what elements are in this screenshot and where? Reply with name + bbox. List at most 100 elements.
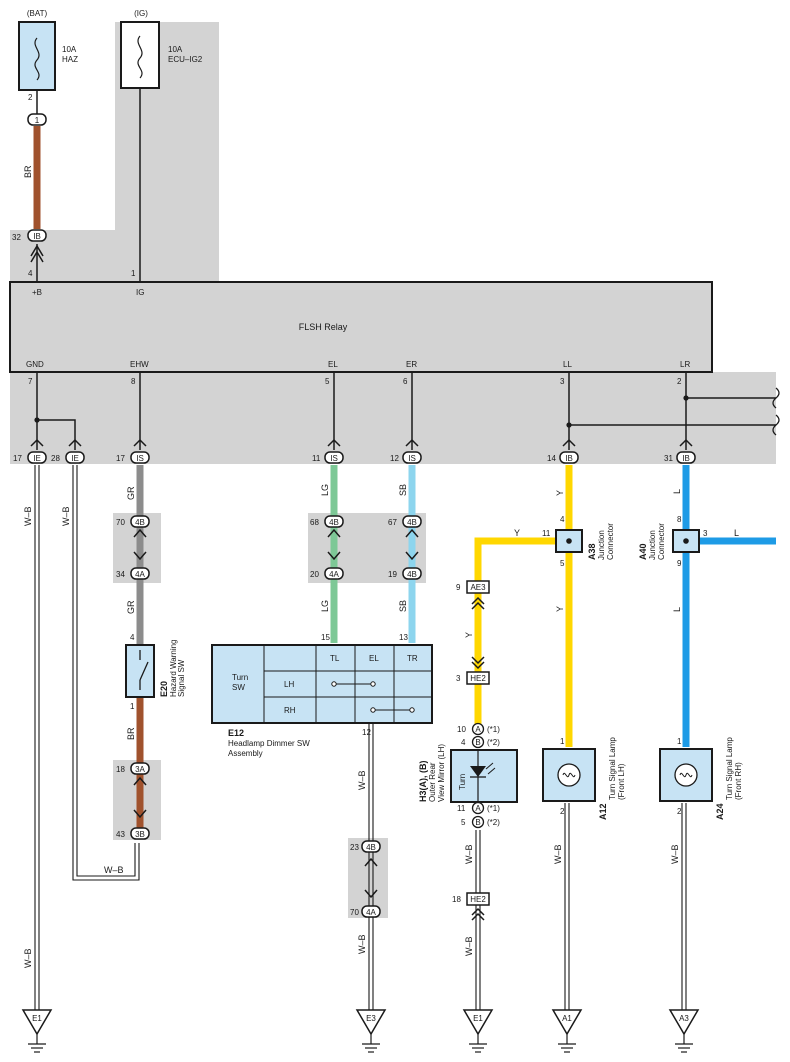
svg-text:5: 5 — [461, 818, 466, 827]
svg-text:1: 1 — [131, 269, 136, 278]
svg-text:70: 70 — [116, 518, 125, 527]
wire-label: W–B — [464, 936, 474, 956]
svg-text:AE3: AE3 — [470, 583, 486, 592]
svg-text:(*1): (*1) — [487, 804, 500, 813]
wire-label: GR — [126, 600, 136, 614]
svg-text:IS: IS — [330, 454, 338, 463]
svg-text:A38: A38 — [587, 543, 597, 560]
svg-text:E3: E3 — [366, 1014, 376, 1023]
wire-label: W–B — [61, 506, 71, 526]
wire-label: W–B — [104, 865, 124, 875]
svg-text:9: 9 — [456, 583, 461, 592]
svg-text:67: 67 — [388, 518, 397, 527]
svg-text:A: A — [475, 804, 481, 813]
svg-text:4B: 4B — [407, 570, 417, 579]
connector-ib-14: 14 IB — [547, 438, 579, 464]
svg-text:HAZ: HAZ — [62, 55, 78, 64]
svg-text:(Front RH): (Front RH) — [734, 762, 743, 800]
relay-name: FLSH Relay — [299, 322, 348, 332]
svg-text:8: 8 — [677, 515, 682, 524]
svg-text:43: 43 — [116, 830, 125, 839]
svg-text:3A: 3A — [135, 765, 145, 774]
svg-text:5: 5 — [560, 559, 565, 568]
connector-ib-31: 31 IB — [664, 438, 696, 464]
svg-text:5: 5 — [325, 377, 330, 386]
svg-text:E1: E1 — [473, 1014, 483, 1023]
svg-text:34: 34 — [116, 570, 125, 579]
lamp-a24: 1 2 A24 Turn Signal Lamp (Front RH) — [659, 737, 743, 820]
ground-a1: A1 — [551, 1009, 583, 1053]
svg-text:13: 13 — [399, 633, 408, 642]
svg-text:A12: A12 — [598, 803, 608, 820]
svg-text:GND: GND — [26, 360, 44, 369]
svg-text:LH: LH — [284, 680, 294, 689]
svg-text:(Front LH): (Front LH) — [617, 763, 626, 800]
svg-text:10A: 10A — [62, 45, 77, 54]
svg-text:(IG): (IG) — [134, 9, 148, 18]
wire-label: LG — [320, 600, 330, 612]
svg-text:IB: IB — [682, 454, 690, 463]
svg-text:EL: EL — [369, 654, 379, 663]
svg-text:4A: 4A — [135, 570, 145, 579]
svg-text:IE: IE — [33, 454, 41, 463]
svg-text:(*1): (*1) — [487, 725, 500, 734]
svg-text:IS: IS — [408, 454, 416, 463]
svg-text:IE: IE — [71, 454, 79, 463]
wire-label: BR — [126, 727, 136, 740]
junction-a40: 8 3 9 A40 Junction Connector — [638, 515, 708, 568]
svg-text:28: 28 — [51, 454, 60, 463]
svg-text:14: 14 — [547, 454, 556, 463]
svg-text:4A: 4A — [329, 570, 339, 579]
svg-text:23: 23 — [350, 843, 359, 852]
svg-text:E20: E20 — [159, 681, 169, 697]
svg-text:7: 7 — [28, 377, 33, 386]
connector-is-17: 17 IS — [116, 438, 150, 464]
source-bat: (BAT) 10A HAZ 2 1 — [18, 9, 78, 126]
junction-dots — [34, 395, 689, 428]
connector-row: 17 IE 28 IE 17 IS 11 IS 12 IS — [13, 438, 696, 464]
svg-text:8: 8 — [131, 377, 136, 386]
svg-text:B: B — [475, 738, 480, 747]
svg-text:IS: IS — [136, 454, 144, 463]
connector-is-11: 11 IS — [312, 438, 344, 464]
connector-ie-17: 17 IE — [13, 438, 47, 464]
lamp-a12: 1 2 A12 Turn Signal Lamp (Front LH) — [542, 737, 626, 820]
svg-text:Turn Signal Lamp: Turn Signal Lamp — [725, 737, 734, 800]
svg-text:17: 17 — [13, 454, 22, 463]
wire-label: L — [672, 489, 682, 494]
svg-text:ECU–IG2: ECU–IG2 — [168, 55, 203, 64]
svg-text:70: 70 — [350, 908, 359, 917]
svg-text:18: 18 — [452, 895, 461, 904]
junction-a38: 4 11 5 A38 Junction Connector — [542, 515, 615, 568]
svg-text:4B: 4B — [366, 843, 376, 852]
flsh-relay: 4 1 +B IG FLSH Relay GND EHW EL ER LL LR… — [9, 269, 713, 386]
svg-text:4: 4 — [461, 738, 466, 747]
svg-text:View Mirror (LH): View Mirror (LH) — [437, 744, 446, 802]
mirror-h3: 10 A (*1) 4 B (*2) Turn 11 A (*1) 5 B (*… — [418, 722, 518, 829]
svg-text:10: 10 — [457, 725, 466, 734]
svg-text:10A: 10A — [168, 45, 183, 54]
svg-text:2: 2 — [677, 377, 682, 386]
svg-text:31: 31 — [664, 454, 673, 463]
svg-text:11: 11 — [542, 529, 551, 538]
svg-text:6: 6 — [403, 377, 408, 386]
source-ig: (IG) 10A ECU–IG2 — [120, 9, 203, 89]
svg-text:Junction: Junction — [648, 530, 657, 560]
svg-text:E1: E1 — [32, 1014, 42, 1023]
svg-text:SW: SW — [232, 683, 245, 692]
svg-text:IG: IG — [136, 288, 144, 297]
svg-text:4B: 4B — [407, 518, 417, 527]
svg-text:4B: 4B — [329, 518, 339, 527]
svg-text:Outer Rear: Outer Rear — [428, 762, 437, 802]
wire-label: Y — [555, 490, 565, 496]
svg-text:3B: 3B — [135, 830, 145, 839]
svg-text:2: 2 — [28, 93, 33, 102]
svg-text:2: 2 — [560, 807, 565, 816]
inline-connectors: 4B 70 4A 34 4B 68 4A 20 4B 67 4B 19 3A 1… — [116, 515, 490, 921]
wire-label: W–B — [23, 948, 33, 968]
wire-label: SB — [398, 484, 408, 496]
svg-text:1: 1 — [560, 737, 565, 746]
wire-label: Y — [464, 632, 474, 638]
svg-text:4B: 4B — [135, 518, 145, 527]
